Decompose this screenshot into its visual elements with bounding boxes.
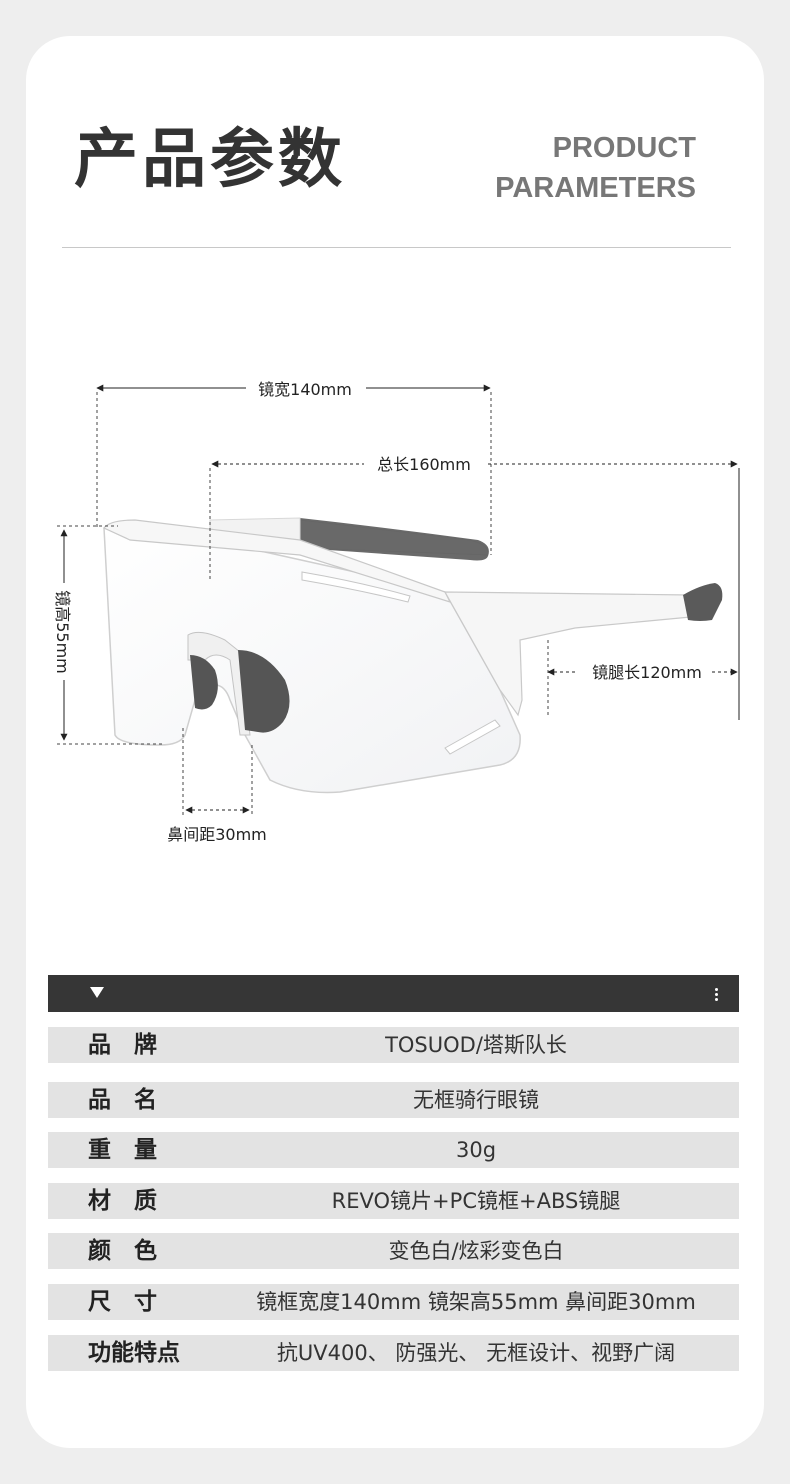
spec-row-features: 功能特点 抗UV400、 防强光、 无框设计、视野广阔 [48, 1335, 739, 1371]
triangle-down-icon[interactable] [90, 987, 104, 998]
nose-distance-label: 鼻间距30mm [167, 825, 267, 844]
glasses-illustration [103, 517, 723, 794]
title-divider [62, 247, 731, 248]
glasses-diagram: 镜宽140mm 总长160mm 镜高55mm 镜腿长120mm 鼻间距30mm [53, 380, 740, 844]
spec-table-header [48, 975, 739, 1012]
spec-label: 颜 色 [88, 1238, 157, 1264]
spec-value: TOSUOD/塔斯队长 [385, 1033, 567, 1057]
spec-label: 品 牌 [88, 1032, 157, 1058]
dimension-lens-height: 镜高55mm [53, 525, 165, 745]
spec-value: REVO镜片+PC镜框+ABS镜腿 [331, 1189, 621, 1213]
spec-value: 30g [455, 1138, 497, 1162]
spec-label: 尺 寸 [88, 1289, 157, 1315]
spec-row-brand: 品 牌 TOSUOD/塔斯队长 [48, 1027, 739, 1063]
spec-label: 功能特点 [88, 1340, 180, 1366]
page-title-en: PRODUCT PARAMETERS [495, 128, 696, 208]
page-title: 产品参数 [74, 123, 346, 197]
spec-row-size: 尺 寸 镜框宽度140mm 镜架高55mm 鼻间距30mm [48, 1284, 739, 1320]
dimension-lens-width: 镜宽140mm [96, 380, 492, 555]
dimension-nose-distance: 鼻间距30mm [167, 728, 267, 844]
spec-value: 抗UV400、 防强光、 无框设计、视野广阔 [276, 1341, 676, 1365]
title-en-line2: PARAMETERS [495, 172, 696, 204]
total-length-label: 总长160mm [377, 455, 471, 474]
lens-height-label: 镜高55mm [53, 590, 72, 674]
spec-label: 材 质 [88, 1188, 157, 1214]
spec-row-color: 颜 色 变色白/炫彩变色白 [48, 1233, 739, 1269]
spec-value: 变色白/炫彩变色白 [388, 1239, 564, 1263]
spec-row-product-name: 品 名 无框骑行眼镜 [48, 1082, 739, 1118]
lens-width-label: 镜宽140mm [258, 380, 352, 399]
spec-label: 品 名 [88, 1087, 157, 1113]
dimension-temple-length: 镜腿长120mm [547, 640, 738, 716]
spec-value: 无框骑行眼镜 [413, 1088, 539, 1112]
spec-row-material: 材 质 REVO镜片+PC镜框+ABS镜腿 [48, 1183, 739, 1219]
spec-label: 重 量 [88, 1137, 157, 1163]
spec-value: 镜框宽度140mm 镜架高55mm 鼻间距30mm [256, 1290, 696, 1314]
title-en-line1: PRODUCT [552, 132, 696, 164]
spec-row-weight: 重 量 30g [48, 1132, 739, 1168]
dimension-total-length: 总长160mm [209, 455, 740, 720]
temple-length-label: 镜腿长120mm [592, 663, 702, 682]
vertical-dots-icon[interactable] [715, 988, 719, 1003]
